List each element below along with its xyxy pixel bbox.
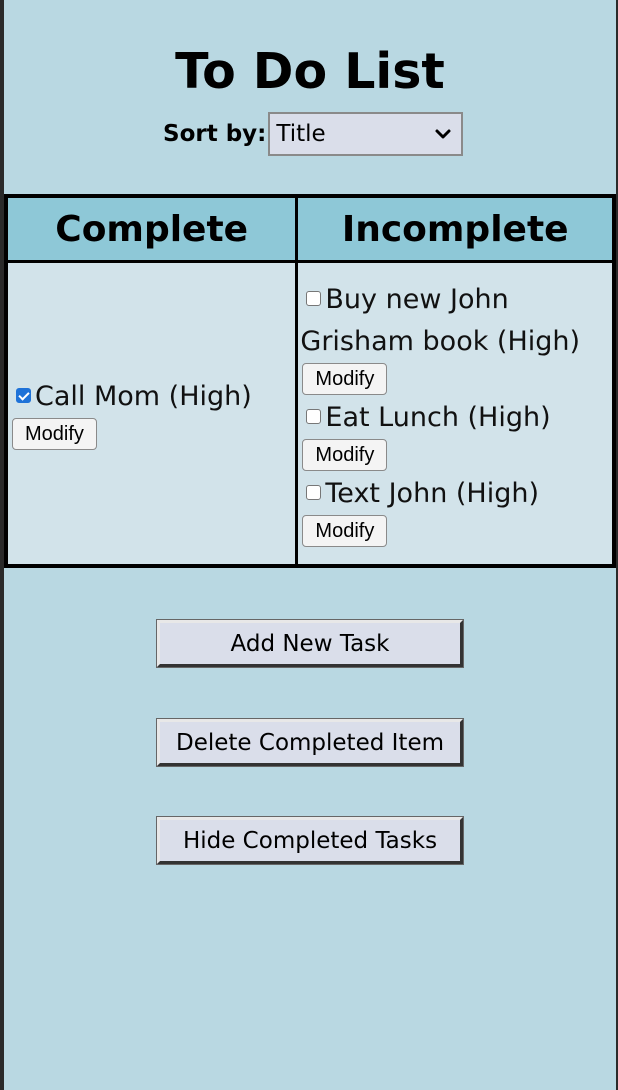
- task-item: Call Mom (High) Modify: [10, 376, 293, 452]
- task-checkbox[interactable]: [306, 408, 322, 424]
- table-row: Call Mom (High) Modify Buy new John Gris…: [4, 260, 616, 568]
- task-checkbox[interactable]: [306, 484, 322, 500]
- task-label: Buy new John Grisham book (High): [300, 283, 581, 357]
- task-checkbox[interactable]: [16, 387, 31, 403]
- sort-control: Sort by: Title: [163, 112, 464, 156]
- task-item: Text John (High) Modify: [300, 473, 610, 549]
- task-label: Text John (High): [325, 477, 540, 509]
- page: To Do List Sort by: Title Complete Incom…: [4, 0, 616, 1090]
- task-label: Call Mom (High): [35, 380, 252, 412]
- column-header-complete: Complete: [4, 194, 299, 263]
- modify-button[interactable]: Modify: [12, 417, 97, 450]
- add-task-button[interactable]: Add New Task: [156, 619, 464, 668]
- delete-completed-button[interactable]: Delete Completed Item: [156, 718, 464, 767]
- complete-cell: Call Mom (High) Modify: [4, 260, 299, 568]
- task-checkbox[interactable]: [306, 290, 322, 306]
- sort-select[interactable]: Title: [268, 112, 464, 156]
- task-item: Buy new John Grisham book (High) Modify: [300, 279, 610, 397]
- page-title: To Do List: [175, 43, 445, 100]
- column-header-incomplete: Incomplete: [295, 194, 616, 263]
- modify-button[interactable]: Modify: [302, 438, 388, 471]
- modify-button[interactable]: Modify: [302, 362, 388, 395]
- task-item: Eat Lunch (High) Modify: [300, 397, 610, 473]
- hide-completed-button[interactable]: Hide Completed Tasks: [156, 816, 464, 865]
- modify-button[interactable]: Modify: [302, 514, 388, 547]
- sort-label: Sort by:: [163, 121, 267, 147]
- sort-selected-value: Title: [276, 121, 326, 147]
- incomplete-cell: Buy new John Grisham book (High) Modify …: [295, 260, 616, 568]
- chevron-down-icon: [435, 129, 451, 139]
- table-header-row: Complete Incomplete: [4, 194, 616, 263]
- task-label: Eat Lunch (High): [325, 401, 551, 433]
- task-table: Complete Incomplete Call Mom (High) Modi…: [4, 194, 616, 568]
